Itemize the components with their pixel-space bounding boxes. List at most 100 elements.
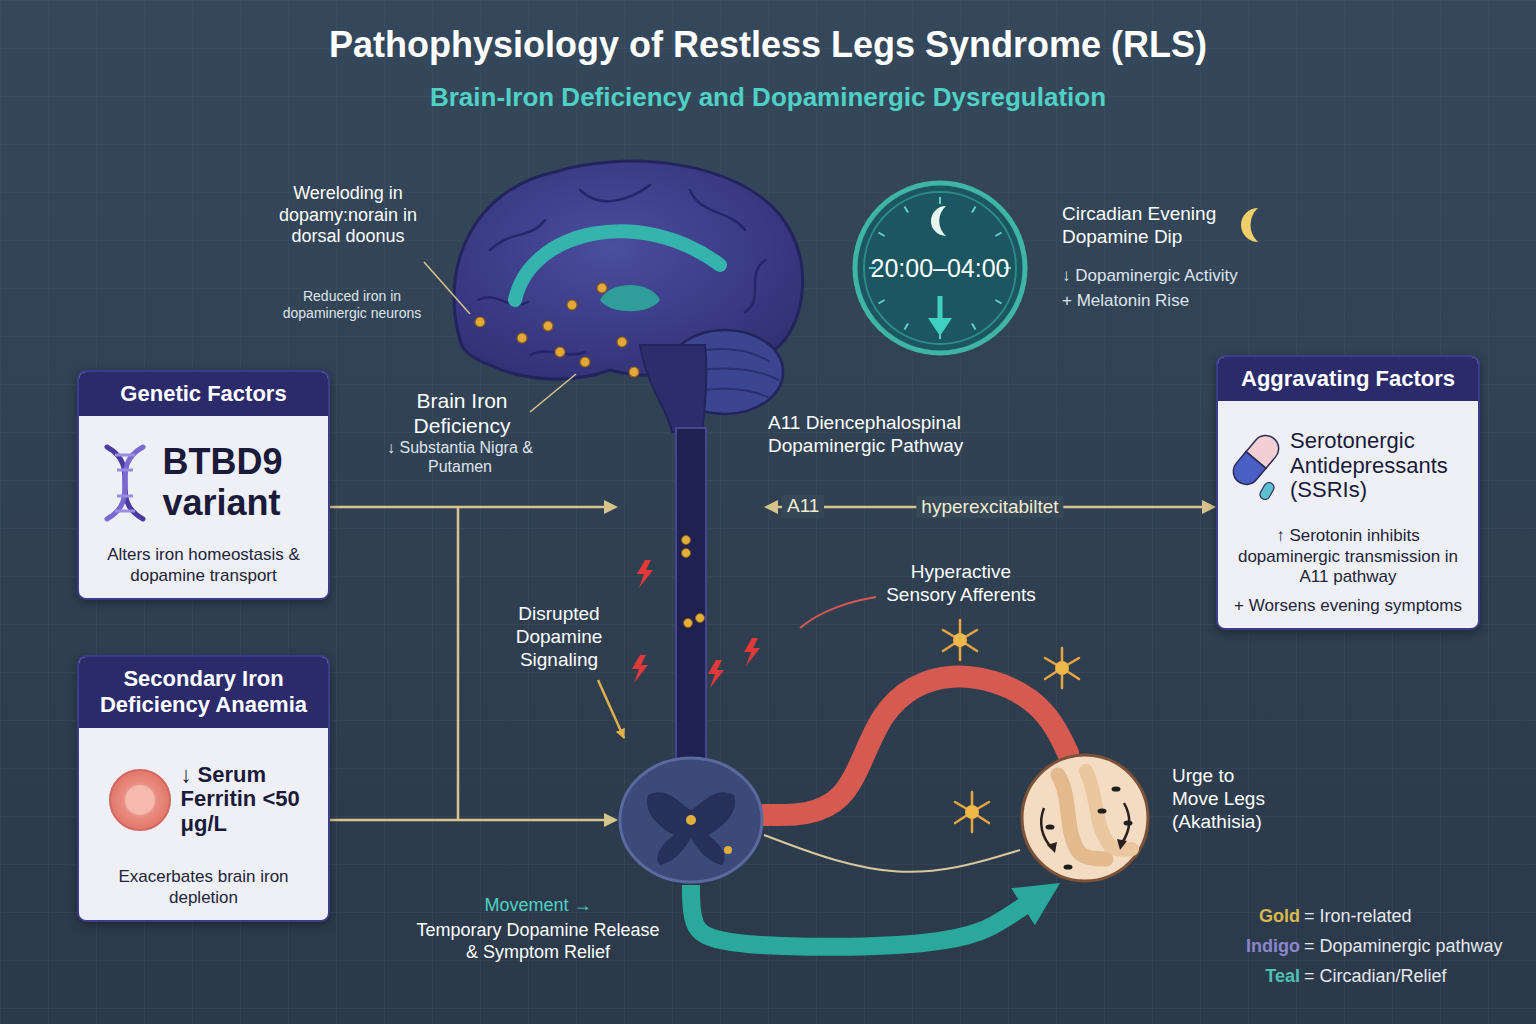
clock-face	[928, 318, 952, 336]
dna-icon	[115, 509, 135, 512]
factor-box: Aggravating FactorsSerotonergic Antidepr…	[1216, 355, 1480, 630]
leg-circle	[1064, 864, 1073, 869]
callout-text: Reduced iron in dopaminergic neurons	[272, 288, 432, 322]
box-description: Exacerbates brain iron depletion	[79, 865, 328, 920]
pathway-shape	[682, 536, 705, 628]
brain-illustration	[690, 190, 745, 230]
clock-face	[879, 233, 885, 237]
leg-circle	[1046, 824, 1055, 829]
leader-lines	[530, 374, 576, 412]
dna-icon	[115, 455, 135, 511]
connector-arrow	[764, 676, 1068, 815]
legend-swatch: Gold	[1220, 906, 1300, 928]
pathway-shape	[744, 638, 760, 666]
dna-icon	[115, 453, 135, 456]
brain-illustration	[580, 357, 590, 367]
circadian-heading: Circadian Evening Dopamine Dip	[1062, 203, 1230, 249]
callout-text: Wereloding in dopamy:norain in dorsal do…	[266, 183, 430, 248]
brain-illustration	[640, 345, 706, 432]
node-heading: A11 Diencephalospinal Dopaminergic Pathw…	[768, 412, 983, 458]
pill-icon	[1230, 430, 1282, 502]
connector-arrow	[764, 835, 1020, 872]
brain-illustration	[745, 260, 765, 312]
circadian-note: + Melatonin Rise	[1062, 291, 1272, 311]
pathway-shape	[618, 410, 764, 885]
leg-circle	[1020, 753, 1150, 883]
sensory-neuron	[953, 633, 967, 647]
brain-illustration	[580, 185, 650, 201]
connectors	[330, 507, 1206, 947]
box-heading: Secondary Iron Deficiency Anaemia	[79, 657, 328, 728]
pathway-shape	[632, 655, 648, 683]
cell-icon	[124, 784, 156, 816]
region-label: Brain Iron Deficiency	[392, 388, 532, 438]
brain-illustration	[490, 220, 545, 250]
clock-face	[855, 183, 1025, 353]
leg-circle	[1124, 820, 1133, 825]
sensory-neuron	[965, 805, 979, 819]
afferent-leader	[800, 597, 876, 628]
connector-arrow	[330, 506, 608, 509]
legend-swatch: Teal	[1220, 966, 1300, 988]
dna-icon	[117, 494, 133, 497]
clock-face	[931, 206, 946, 236]
leg-circle	[1112, 786, 1121, 791]
pathway-shape	[696, 614, 705, 623]
pill-icon	[1258, 481, 1276, 502]
pathway-shape	[684, 619, 693, 628]
factor-box: Secondary Iron Deficiency Anaemia↓ Serum…	[77, 655, 330, 922]
factor-box: Genetic FactorsBTBD9 variantAlters iron …	[77, 370, 330, 600]
box-row: BTBD9 variant	[79, 416, 328, 543]
pathway-shape	[676, 428, 706, 764]
dna-icon	[107, 447, 143, 519]
region-note: ↓ Substantia Nigra & Putamen	[385, 438, 535, 476]
leg-circle	[1022, 755, 1148, 881]
legend-text: = Dopaminergic pathway	[1304, 936, 1503, 958]
brain-illustration	[617, 337, 627, 347]
brain-illustration	[475, 317, 485, 327]
brain-illustration	[543, 321, 553, 331]
pathway-shape	[637, 560, 653, 588]
box-description: Alters iron homeostasis & dopamine trans…	[79, 543, 328, 598]
leg-circle	[1086, 771, 1132, 850]
leader-lines	[424, 262, 470, 314]
leg-circle	[1046, 786, 1133, 869]
brain-illustration	[629, 367, 639, 377]
leg-circle: Urge to Move Legs (Akathisia)	[1020, 753, 1150, 883]
box-description: + Worsens evening symptoms	[1218, 594, 1478, 628]
relief-note: Temporary Dopamine Release & Symptom Rel…	[412, 920, 664, 963]
brain-illustration	[475, 283, 639, 377]
clock-face	[864, 192, 1016, 344]
time-range: 20:00–04:00	[870, 254, 1009, 283]
diagram-title: Pathophysiology of Restless Legs Syndrom…	[0, 24, 1536, 66]
legend-swatch: Indigo	[1220, 936, 1300, 958]
pathway-shape	[682, 549, 691, 558]
clock-face	[995, 233, 1001, 237]
clock-face	[939, 197, 941, 204]
pathway-shape	[724, 846, 732, 854]
clock-circle: 20:00–04:00	[852, 180, 1028, 356]
box-row: Serotonergic Antidepressants (SSRIs)	[1218, 401, 1478, 524]
edge-label: hyperexcitabiltet	[916, 496, 1063, 518]
pathway-tag: A11	[782, 495, 824, 518]
pill-icon	[1230, 430, 1282, 490]
pathway-shape	[686, 815, 696, 825]
brain-illustration	[597, 283, 607, 293]
legend-text: = Iron-related	[1304, 906, 1412, 928]
box-row: ↓ Serum Ferritin <50 μg/L	[79, 728, 328, 865]
pathway-shape: A11 Diencephalospinal Dopaminergic Pathw…	[618, 410, 764, 885]
box-heading: Aggravating Factors	[1218, 357, 1478, 401]
pathway-shape	[647, 792, 735, 865]
callout-text: Disrupted Dopamine Signaling	[508, 603, 610, 671]
signal-leader	[598, 680, 624, 738]
connector-arrow	[330, 819, 608, 822]
clock-face	[905, 323, 909, 329]
leg-circle	[1047, 842, 1057, 853]
brain-illustration	[567, 300, 577, 310]
node-heading: Urge to Move Legs (Akathisia)	[1172, 765, 1282, 833]
clock-face	[905, 207, 909, 213]
dna-icon	[107, 447, 143, 519]
dna-icon	[117, 468, 133, 471]
